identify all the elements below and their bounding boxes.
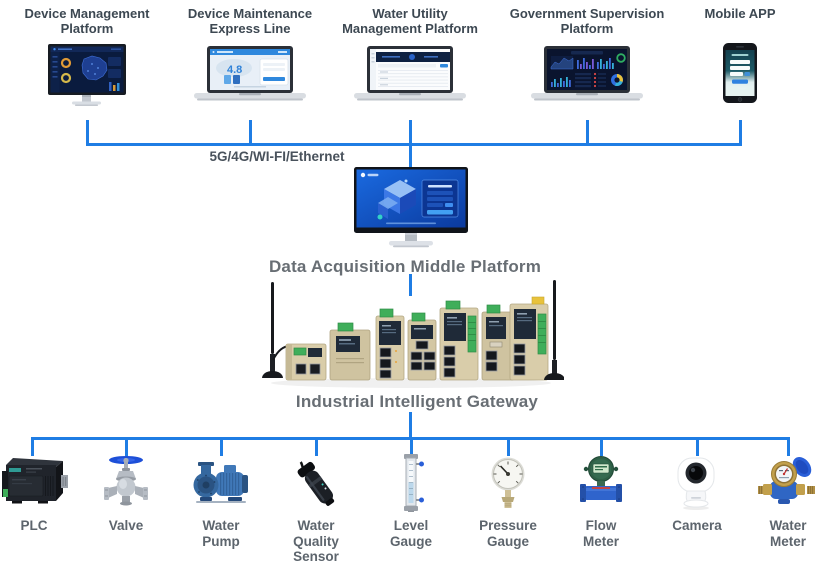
- water-pump-illustration: [193, 462, 248, 503]
- connector-stub-plc: [30, 439, 34, 456]
- connector-stub-camera: [695, 439, 699, 456]
- plc-illustration: [2, 458, 68, 504]
- device-label-valve: Valve: [108, 518, 144, 533]
- connector-stub-level-gauge: [409, 439, 413, 456]
- platform-title-device-management: Device Management Platform: [24, 6, 150, 36]
- gateway-label: Industrial Intelligent Gateway: [295, 392, 539, 411]
- gateway-module-7: [509, 296, 549, 381]
- connector-stub-mobile-app: [738, 120, 742, 145]
- camera-illustration: [677, 457, 715, 510]
- valve-illustration: [104, 456, 148, 506]
- water-utility-laptop-illustration: [354, 46, 466, 101]
- platform-title-government-supervision: Government Supervision Platform: [509, 6, 665, 36]
- connector-stub-water-pump: [219, 439, 223, 456]
- water-meter-illustration: [758, 457, 815, 504]
- connector-stub-water-quality-sensor: [314, 439, 318, 456]
- device-label-level-gauge: Level Gauge: [389, 518, 432, 549]
- platform-title-water-utility: Water Utility Management Platform: [342, 6, 478, 36]
- connector-bottom-bus: [30, 437, 790, 440]
- connector-stub-device-maintenance: [248, 120, 252, 145]
- connector-middle-platform-to-gateway: [408, 274, 412, 296]
- government-supervision-laptop-illustration: [531, 46, 643, 101]
- connector-stub-government-supervision: [585, 120, 589, 145]
- gateway-module-3: [375, 308, 405, 381]
- device-label-pressure-gauge: Pressure Gauge: [479, 518, 537, 549]
- flow-meter-illustration: [580, 456, 622, 502]
- data-acquisition-monitor-illustration: [354, 167, 468, 248]
- device-label-camera: Camera: [672, 518, 722, 533]
- connector-top-bus: [85, 143, 742, 146]
- connector-stub-flow-meter: [599, 439, 603, 456]
- device-label-flow-meter: Flow Meter: [582, 518, 619, 549]
- laptop-screen-rating-text: 4.8: [227, 64, 242, 76]
- level-gauge-illustration: [404, 454, 424, 512]
- device-label-water-meter: Water Meter: [769, 518, 807, 549]
- device-maintenance-laptop-illustration: 4.8: [194, 46, 306, 101]
- connector-stub-device-management: [85, 120, 89, 145]
- connector-stub-water-meter: [786, 439, 790, 456]
- device-label-plc: PLC: [20, 518, 48, 533]
- connector-stub-valve: [124, 439, 128, 456]
- industrial-gateway-cluster-illustration: [262, 280, 564, 388]
- network-label: 5G/4G/WI-FI/Ethernet: [209, 149, 345, 164]
- device-management-monitor-illustration: [48, 44, 126, 106]
- gateway-module-2: [329, 322, 371, 381]
- platform-title-device-maintenance: Device Maintenance Express Line: [187, 6, 313, 36]
- mobile-app-phone-illustration: [723, 43, 757, 103]
- connector-bus-to-middle-platform: [408, 146, 412, 170]
- gateway-module-5: [439, 300, 479, 381]
- platform-title-mobile-app: Mobile APP: [704, 6, 776, 21]
- gateway-module-4: [407, 312, 437, 381]
- gateway-module-6: [481, 304, 515, 381]
- pressure-gauge-illustration: [491, 457, 525, 508]
- device-label-water-quality-sensor: Water Quality Sensor: [293, 518, 339, 564]
- connector-gateway-to-bottom-bus: [408, 412, 412, 439]
- middle-platform-label: Data Acquisition Middle Platform: [268, 257, 542, 276]
- gateway-module-1: [285, 343, 327, 381]
- connector-stub-water-utility: [408, 120, 412, 145]
- device-label-water-pump: Water Pump: [202, 518, 240, 549]
- water-quality-sensor-illustration: [297, 461, 335, 506]
- connector-stub-pressure-gauge: [506, 439, 510, 456]
